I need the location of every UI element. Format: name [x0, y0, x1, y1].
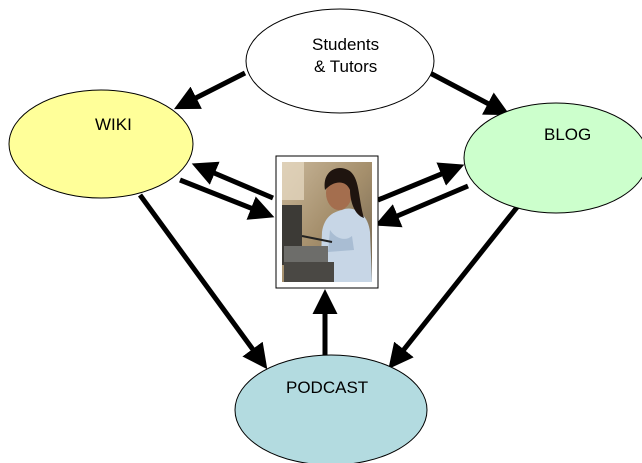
arrows [137, 70, 520, 370]
wiki-label: WIKI [95, 115, 132, 134]
arrow-students-to-wiki [173, 70, 247, 110]
arrow-blog-to-podcast [388, 204, 520, 370]
node-wiki: WIKI [8, 89, 194, 199]
podcast-ellipse [234, 354, 428, 463]
woman-at-computer-photo [275, 155, 379, 289]
node-students-tutors: Students & Tutors [245, 8, 435, 114]
wiki-ellipse [8, 89, 194, 199]
arrow-students-to-blog [428, 70, 510, 116]
arrow-photo-to-wiki [191, 161, 274, 201]
students-tutors-ellipse [245, 8, 435, 114]
node-podcast: PODCAST [234, 354, 428, 463]
arrow-photo-to-blog [377, 162, 465, 203]
arrow-blog-to-photo [374, 183, 469, 228]
tutors-label: & Tutors [314, 57, 377, 76]
blog-ellipse [463, 102, 642, 214]
students-label: Students [312, 35, 379, 54]
podcast-label: PODCAST [286, 378, 368, 397]
node-blog: BLOG [463, 102, 642, 214]
arrow-wiki-to-photo [179, 177, 275, 220]
arrow-wiki-to-podcast [137, 193, 268, 370]
blog-label: BLOG [544, 125, 591, 144]
